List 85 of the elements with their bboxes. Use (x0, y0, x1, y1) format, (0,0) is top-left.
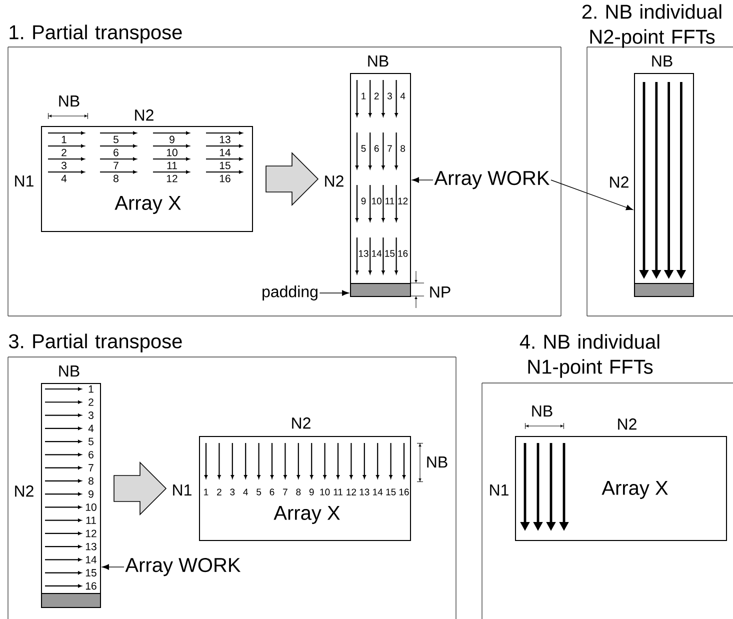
block-arrow (114, 462, 167, 516)
block-number: 1 (88, 385, 94, 393)
block-number: 16 (220, 174, 230, 182)
block-number: 16 (398, 250, 408, 257)
leader-line (550, 180, 633, 210)
block-number: 5 (256, 488, 262, 496)
block-number: 8 (296, 488, 301, 496)
callout-text: Array WORK (434, 170, 550, 190)
block-number: 13 (220, 136, 230, 144)
block-number: 11 (386, 198, 394, 204)
block-number: 11 (334, 488, 342, 496)
block-number: 14 (220, 148, 231, 156)
block-number: 2 (62, 148, 66, 156)
block-number: 14 (372, 250, 382, 257)
block-number: 8 (88, 477, 94, 485)
dimension-label: NP (430, 286, 450, 298)
block-number: 12 (346, 488, 356, 496)
block-number: 6 (270, 488, 274, 496)
block-number: 12 (166, 174, 178, 182)
block-number: 14 (86, 556, 97, 564)
block-number: 4 (88, 424, 94, 432)
block-number: 12 (86, 530, 96, 538)
block-number: 13 (358, 250, 368, 257)
block-number: 4 (61, 174, 67, 182)
block-number: 7 (88, 464, 94, 472)
block-number: 5 (88, 438, 94, 446)
block-number: 1 (204, 488, 208, 496)
leader-line (412, 177, 434, 183)
block-number: 1 (62, 136, 66, 144)
block-number: 13 (86, 542, 96, 550)
block-arrow (266, 152, 319, 206)
block-number: 5 (361, 145, 366, 152)
block-number: 16 (86, 582, 96, 590)
block-number: 10 (320, 488, 330, 496)
callout-text: padding (262, 286, 318, 300)
block-number: 7 (283, 488, 288, 496)
block-number: 9 (309, 488, 314, 496)
block-number: 6 (88, 450, 94, 458)
block-number: 3 (387, 92, 392, 100)
block-number: 7 (388, 145, 392, 152)
block-number: 16 (399, 488, 409, 496)
work-array-column (350, 73, 411, 284)
array-box: Array X (515, 436, 727, 541)
block-number: 10 (166, 148, 178, 156)
block-number: 5 (114, 136, 118, 144)
block-number: 10 (86, 503, 96, 511)
block-number: 11 (86, 516, 96, 524)
block-number: 13 (360, 488, 370, 496)
block-number: 9 (361, 198, 366, 204)
block-number: 8 (400, 145, 406, 152)
block-number: 6 (374, 145, 379, 152)
block-number: 12 (398, 198, 408, 204)
block-number: 9 (88, 490, 94, 498)
leader-line (319, 290, 349, 296)
block-number: 10 (372, 198, 382, 204)
block-number: 11 (167, 162, 177, 170)
block-number: 9 (170, 136, 174, 144)
work-array-column (41, 383, 101, 594)
block-number: 2 (217, 488, 222, 496)
block-number: 3 (230, 488, 235, 496)
block-number: 14 (373, 488, 383, 496)
dimension-label: NB (59, 96, 80, 106)
block-number: 2 (374, 92, 379, 100)
work-array-column (634, 73, 694, 284)
leader-line (102, 564, 124, 570)
block-number: 1 (362, 92, 366, 100)
block-number: 8 (114, 174, 118, 182)
block-number: 3 (88, 412, 94, 419)
padding-strip (350, 283, 411, 297)
block-number: 6 (114, 148, 118, 156)
dimension-label: NB (427, 456, 448, 468)
padding-strip (41, 593, 101, 608)
block-number: 3 (61, 162, 66, 170)
dimension-label: NB (532, 406, 552, 416)
block-number: 15 (385, 250, 395, 257)
block-number: 15 (86, 569, 96, 576)
block-number: 2 (88, 398, 94, 406)
callout-text: Array WORK (125, 558, 241, 576)
block-number: 15 (386, 488, 396, 496)
block-number: 4 (400, 92, 406, 100)
block-number: 4 (243, 488, 248, 496)
dimension-label: N2 (610, 176, 628, 188)
padding-strip (634, 283, 694, 297)
block-number: 7 (114, 162, 118, 170)
block-number: 15 (220, 162, 230, 170)
